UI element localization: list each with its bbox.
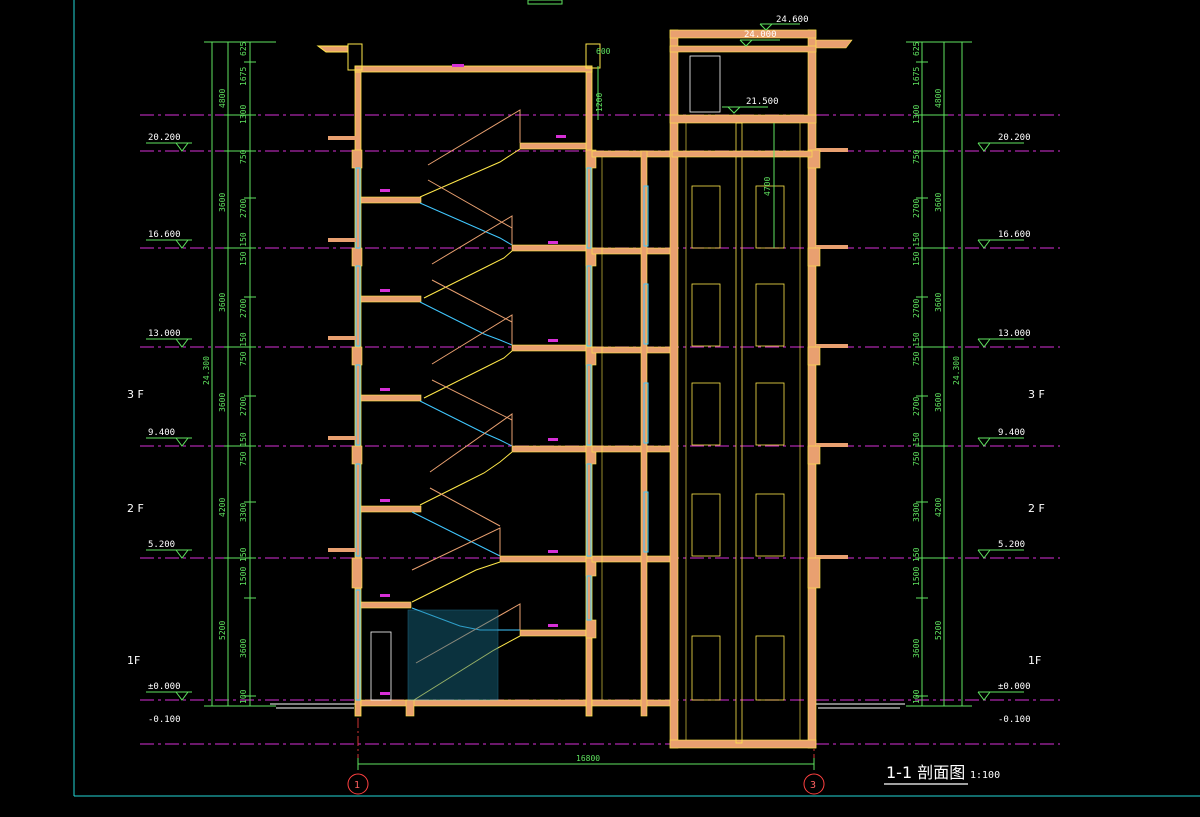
svg-text:100: 100	[912, 689, 921, 704]
svg-text:100: 100	[239, 689, 248, 704]
svg-text:150: 150	[912, 547, 921, 562]
svg-text:5200: 5200	[218, 621, 227, 640]
svg-text:4200: 4200	[934, 498, 943, 517]
svg-text:3300: 3300	[239, 503, 248, 522]
elev-right-16600: 16.600	[998, 230, 1031, 240]
svg-text:2700: 2700	[239, 397, 248, 416]
svg-text:1500: 1500	[912, 567, 921, 586]
slab-tags	[380, 64, 566, 695]
svg-text:1675: 1675	[912, 67, 921, 86]
left-inner-dims: 625 1675 1300 750 2700 150 150 2700 750 …	[239, 41, 248, 704]
drawing-title: 1-1 剖面图	[886, 763, 965, 782]
floor-label-left-1f: 1F	[127, 654, 140, 667]
svg-text:2700: 2700	[912, 397, 921, 416]
axis-bubble-1	[347, 773, 369, 795]
top-title-box	[527, 0, 563, 5]
elevation-markers-left	[146, 142, 192, 701]
stair-fill-hatch	[407, 609, 499, 701]
svg-text:625: 625	[912, 41, 921, 56]
right-dim-ticks	[916, 61, 948, 697]
dim-1200: 1200	[595, 93, 604, 112]
svg-text:1300: 1300	[912, 105, 921, 124]
svg-text:1675: 1675	[239, 67, 248, 86]
svg-text:4200: 4200	[218, 498, 227, 517]
ground-line	[270, 703, 905, 709]
left-canopies	[328, 136, 356, 552]
svg-text:1500: 1500	[239, 567, 248, 586]
svg-text:3300: 3300	[912, 503, 921, 522]
svg-text:150: 150	[239, 547, 248, 562]
svg-text:1300: 1300	[239, 105, 248, 124]
svg-text:2700: 2700	[912, 199, 921, 218]
svg-text:150 150: 150 150	[912, 232, 921, 266]
svg-text:2700: 2700	[239, 299, 248, 318]
axis-bubble-3	[803, 773, 825, 795]
left-dim-ticks	[224, 61, 256, 697]
elev-right-0000: ±0.000	[998, 682, 1031, 692]
svg-text:750 150: 750 150	[912, 432, 921, 466]
floor-label-right-2f: 2 F	[1028, 502, 1045, 515]
drawing-scale: 1:100	[970, 770, 1000, 781]
total-height-left: 24.300	[202, 356, 211, 385]
dim-600: 600	[596, 47, 611, 56]
svg-text:3600: 3600	[934, 193, 943, 212]
dim-4700: 4700	[763, 177, 772, 196]
elev-right-5200: 5.200	[998, 540, 1025, 550]
svg-text:4800: 4800	[934, 89, 943, 108]
elev-right-9400: 9.400	[998, 428, 1025, 438]
floor-label-right-3f: 3 F	[1028, 388, 1045, 401]
svg-text:3600: 3600	[218, 193, 227, 212]
svg-text:2700: 2700	[239, 199, 248, 218]
svg-text:3600: 3600	[934, 293, 943, 312]
right-outer-dims: 4800 3600 3600 3600 4200 5200	[934, 89, 943, 640]
elev-right-20200: 20.200	[998, 133, 1031, 143]
svg-text:750: 750	[912, 149, 921, 164]
floor-label-right-1f: 1F	[1028, 654, 1041, 667]
axis-label-3: 3	[810, 780, 816, 791]
elev-left-20200: 20.200	[148, 133, 181, 143]
right-inner-dims: 625 1675 1300 750 2700 150 150 2700 750 …	[912, 41, 921, 704]
elev-left-16600: 16.600	[148, 230, 181, 240]
overall-width-dim: 16800	[576, 754, 600, 763]
axis-label-1: 1	[354, 780, 360, 791]
floor-label-left-3f: 3 F	[127, 388, 144, 401]
svg-text:750: 750	[239, 149, 248, 164]
elev-21500: 21.500	[746, 97, 779, 107]
right-dimension-chain	[906, 41, 972, 707]
elev-24600: 24.600	[776, 15, 809, 25]
svg-text:750 150: 750 150	[912, 332, 921, 366]
svg-text:4800: 4800	[218, 89, 227, 108]
elev-right-minus0100: -0.100	[998, 715, 1031, 725]
elev-left-5200: 5.200	[148, 540, 175, 550]
elev-24000: 24.000	[744, 30, 777, 40]
left-outer-dims: 4800 3600 3600 3600 4200 5200	[218, 89, 227, 640]
elev-left-0000: ±0.000	[148, 682, 181, 692]
elev-right-13000: 13.000	[998, 329, 1031, 339]
total-height-right: 24.300	[952, 356, 961, 385]
svg-text:2700: 2700	[912, 299, 921, 318]
svg-text:3600: 3600	[934, 393, 943, 412]
svg-text:5200: 5200	[934, 621, 943, 640]
floor-label-left-2f: 2 F	[127, 502, 144, 515]
stair-block-structure	[316, 43, 601, 717]
elevator-tower-structure	[669, 29, 853, 749]
svg-text:750 150: 750 150	[239, 432, 248, 466]
elev-left-minus0100: -0.100	[148, 715, 181, 725]
svg-text:750 150: 750 150	[239, 332, 248, 366]
svg-text:3600: 3600	[218, 293, 227, 312]
elevation-markers-right	[977, 142, 1024, 701]
svg-text:625: 625	[239, 41, 248, 56]
svg-text:3600: 3600	[239, 639, 248, 658]
stair-flights	[411, 109, 521, 701]
elev-left-9400: 9.400	[148, 428, 175, 438]
elev-left-13000: 13.000	[148, 329, 181, 339]
svg-text:3600: 3600	[218, 393, 227, 412]
corridor-bay-structure	[591, 150, 673, 717]
svg-text:3600: 3600	[912, 639, 921, 658]
left-dimension-chain	[204, 41, 276, 707]
svg-text:150 150: 150 150	[239, 232, 248, 266]
